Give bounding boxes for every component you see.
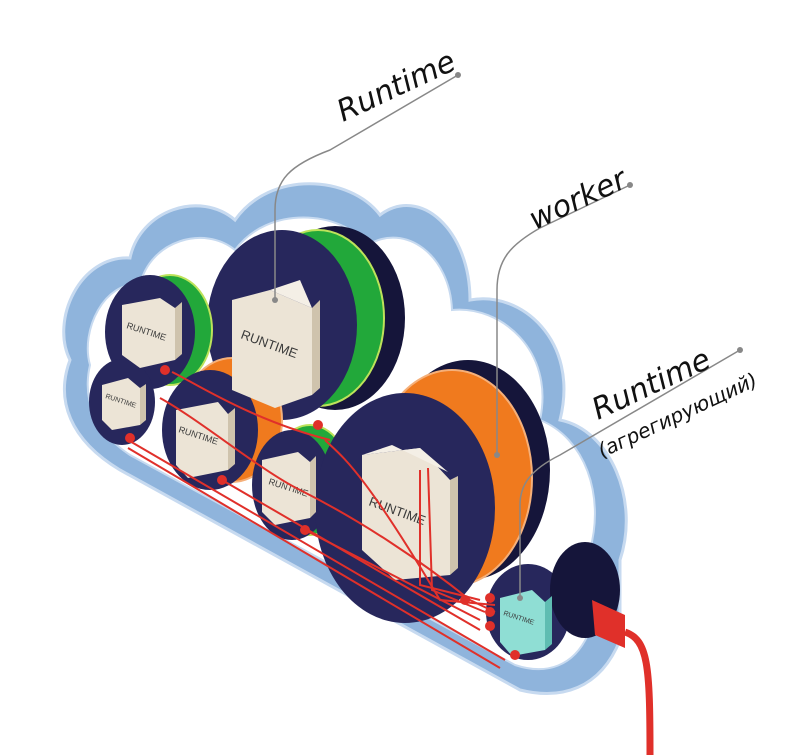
power-socket (550, 542, 654, 755)
cable (171, 371, 331, 441)
connector (485, 621, 495, 631)
runtime-box-left-top: RUNTIME (122, 298, 182, 368)
cable (127, 439, 506, 661)
leader-start-dot (272, 297, 278, 303)
runtime-box-agg: RUNTIME (500, 590, 552, 656)
cable (324, 439, 496, 606)
power-cable (623, 628, 654, 755)
connector (217, 475, 227, 485)
leader-start-dot (494, 452, 500, 458)
connectors (125, 365, 520, 660)
connector (300, 525, 310, 535)
cable (419, 470, 481, 601)
runtime-box-left-small: RUNTIME (102, 378, 146, 430)
connector (460, 595, 470, 605)
cable (127, 447, 501, 669)
connector (313, 420, 323, 430)
cable (159, 397, 496, 613)
leader-lines (274, 74, 741, 598)
plug (592, 600, 625, 648)
cable (221, 479, 481, 631)
connector (485, 607, 495, 617)
leader-end-dot (455, 72, 461, 78)
leader-runtime-top (274, 74, 459, 300)
label-runtime: Runtime (332, 44, 462, 129)
leader-end-dot (737, 347, 743, 353)
runtime-box-big-top: RUNTIME (232, 280, 320, 408)
connector (510, 650, 520, 660)
leader-runtime-agg (519, 349, 741, 598)
cable (427, 467, 486, 613)
connector (125, 433, 135, 443)
leader-dots (272, 72, 743, 601)
runtime-box-mid-small: RUNTIME (262, 452, 316, 525)
leader-end-dot (627, 182, 633, 188)
connector (160, 365, 170, 375)
cable (304, 529, 481, 621)
leader-worker (496, 184, 631, 455)
connector (485, 593, 495, 603)
leader-start-dot (517, 595, 523, 601)
cables (127, 371, 506, 669)
label-worker: worker (524, 161, 634, 237)
